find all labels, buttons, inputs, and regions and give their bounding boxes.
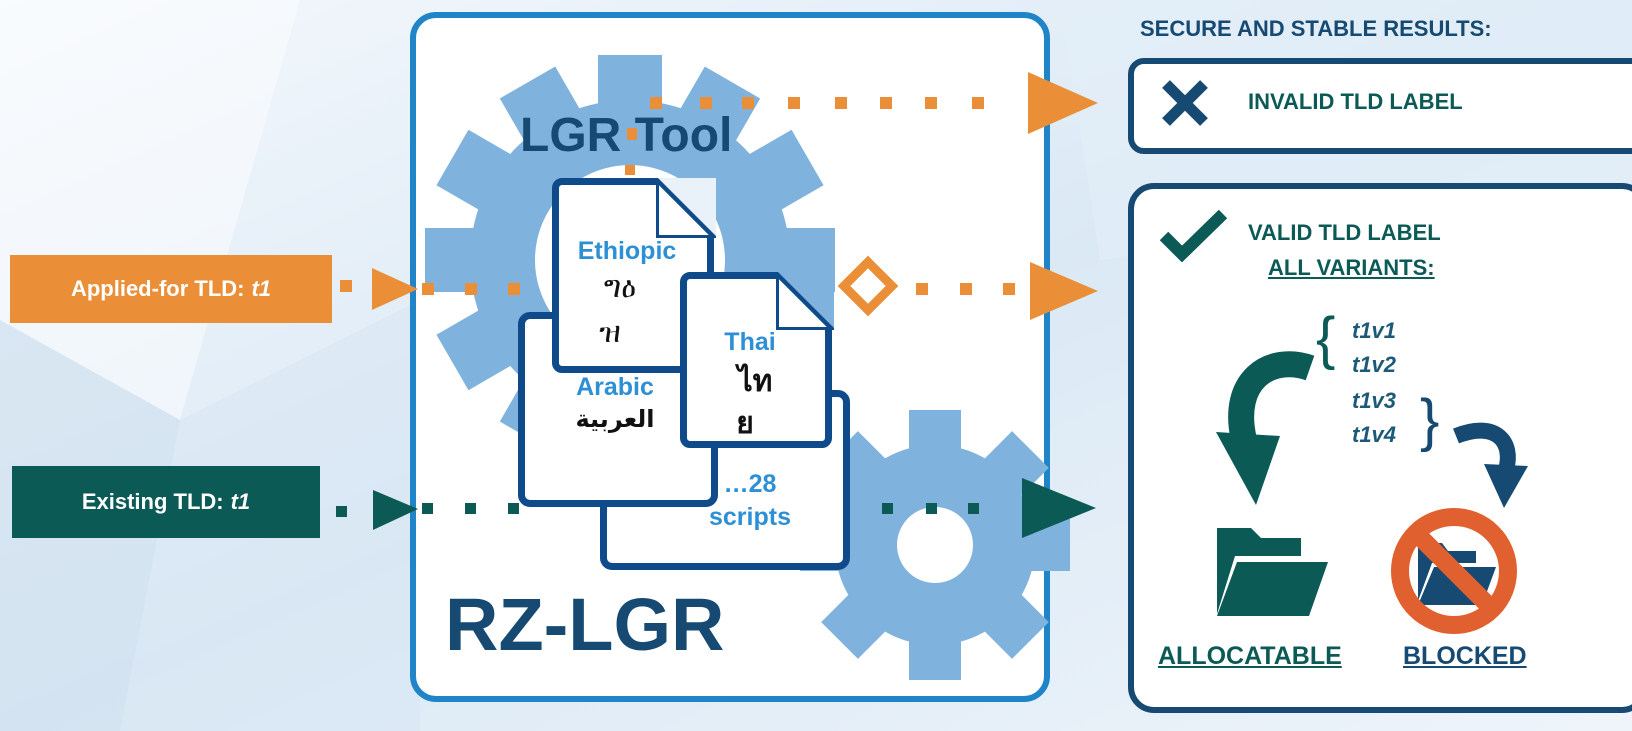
invalid-result-box <box>1128 58 1632 154</box>
check-mark-icon <box>1160 209 1228 262</box>
valid-result-box <box>1128 183 1632 713</box>
existing-flow-arrow <box>336 478 1096 538</box>
applied-for-tld-value: t1 <box>251 276 272 301</box>
thai-label: Thai <box>724 328 776 356</box>
arabic-label: Arabic <box>576 373 654 401</box>
ethiopic-sample-line-2: ዝ <box>599 315 621 350</box>
left-brace: { <box>1316 306 1336 371</box>
applied-for-tld-label: Applied-for TLD: <box>70 276 245 301</box>
blocked-folder-icon <box>1391 508 1517 634</box>
variant-label: t1v4 <box>1352 422 1397 447</box>
variant-label: t1v1 <box>1352 318 1397 343</box>
document-fold-icon <box>776 272 834 330</box>
thai-sample-line-1: ไท <box>737 364 773 399</box>
valid-flow-arrow <box>340 255 1098 320</box>
all-variants-label: ALL VARIANTS: <box>1268 255 1435 280</box>
variant-label: t1v2 <box>1352 352 1397 377</box>
invalid-flow-arrow <box>625 72 1098 175</box>
rz-lgr-title: RZ-LGR <box>445 583 725 666</box>
ethiopic-sample-line-1: ግዕ <box>603 270 637 305</box>
document-fold-icon <box>656 178 716 238</box>
more-scripts-label: scripts <box>709 503 791 531</box>
blocked-curved-arrow-icon <box>1453 422 1528 508</box>
lgr-tool-title: LGR Tool <box>520 109 733 162</box>
ethiopic-label: Ethiopic <box>577 237 677 265</box>
variant-label: t1v3 <box>1352 388 1397 413</box>
results-heading: SECURE AND STABLE RESULTS: <box>1140 16 1492 41</box>
blocked-label: BLOCKED <box>1403 642 1527 670</box>
existing-tld-label: Existing TLD: <box>81 489 224 514</box>
applied-for-tld-box: Applied-for TLD: t1 <box>10 255 332 323</box>
arabic-sample: العربية <box>575 405 655 433</box>
existing-tld-box: Existing TLD: t1 <box>12 466 320 538</box>
allocatable-label: ALLOCATABLE <box>1158 642 1342 670</box>
open-folder-icon <box>1217 528 1328 616</box>
thai-sample-line-2: ย <box>736 406 754 441</box>
x-mark-icon <box>1162 80 1208 126</box>
allocatable-curved-arrow-icon <box>1216 351 1315 505</box>
existing-tld-value: t1 <box>230 489 251 514</box>
right-brace: } <box>1420 388 1440 453</box>
more-scripts-count: …28 <box>723 470 777 498</box>
valid-tld-label: VALID TLD LABEL <box>1248 220 1441 245</box>
invalid-tld-label: INVALID TLD LABEL <box>1248 89 1463 114</box>
